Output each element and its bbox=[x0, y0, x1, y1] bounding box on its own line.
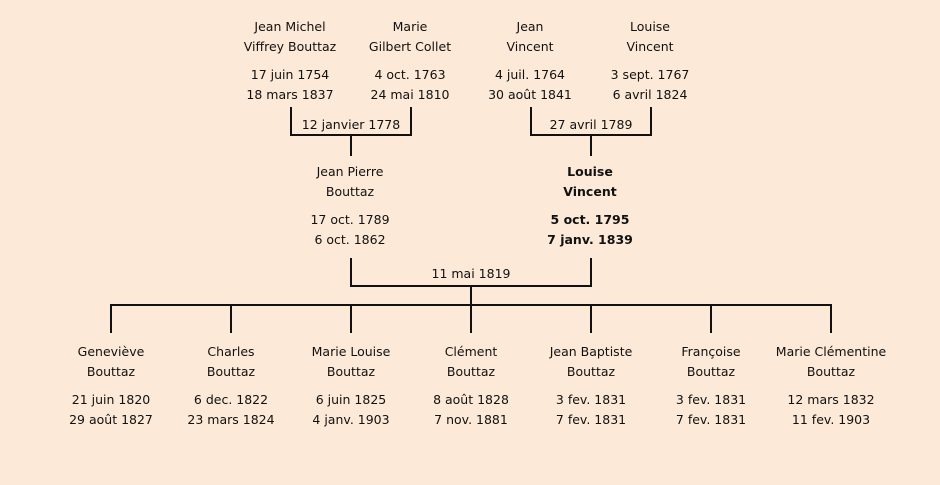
connector-line bbox=[230, 304, 232, 333]
last-name: Bouttaz bbox=[446, 364, 496, 379]
connector-line bbox=[590, 134, 592, 156]
connector-line bbox=[290, 107, 292, 136]
death-date: 23 mars 1824 bbox=[187, 412, 275, 427]
birth-date: 6 juin 1825 bbox=[315, 392, 387, 407]
first-name: Marie Louise bbox=[311, 344, 391, 359]
birth-date: 4 juil. 1764 bbox=[494, 67, 566, 82]
birth-date: 4 oct. 1763 bbox=[374, 67, 446, 82]
last-name: Vincent bbox=[626, 39, 674, 54]
first-name: Françoise bbox=[681, 344, 741, 359]
connector-line bbox=[350, 134, 352, 156]
death-date: 7 nov. 1881 bbox=[434, 412, 508, 427]
first-name: Marie Clémentine bbox=[775, 344, 887, 359]
death-date: 7 janv. 1839 bbox=[547, 232, 633, 247]
birth-date: 12 mars 1832 bbox=[787, 392, 875, 407]
birth-date: 5 oct. 1795 bbox=[550, 212, 630, 227]
last-name: Bouttaz bbox=[566, 364, 616, 379]
birth-date: 21 juin 1820 bbox=[71, 392, 151, 407]
first-name: Jean Pierre bbox=[316, 164, 384, 179]
birth-date: 6 dec. 1822 bbox=[193, 392, 269, 407]
marriage-date: 11 mai 1819 bbox=[431, 266, 511, 281]
spacer bbox=[275, 202, 425, 210]
spacer bbox=[756, 382, 906, 390]
birth-date: 3 sept. 1767 bbox=[610, 67, 690, 82]
birth-date: 3 fev. 1831 bbox=[555, 392, 627, 407]
connector-line bbox=[470, 285, 472, 306]
last-name: Bouttaz bbox=[686, 364, 736, 379]
death-date: 6 oct. 1862 bbox=[314, 232, 386, 247]
last-name: Bouttaz bbox=[326, 364, 376, 379]
first-name: Geneviève bbox=[77, 344, 145, 359]
last-name: Vincent bbox=[506, 39, 554, 54]
death-date: 4 janv. 1903 bbox=[312, 412, 390, 427]
spacer bbox=[515, 202, 665, 210]
marriage-date: 27 avril 1789 bbox=[549, 117, 633, 132]
last-name: Viffrey Bouttaz bbox=[243, 39, 337, 54]
first-name: Jean bbox=[516, 19, 544, 34]
connector-line bbox=[470, 304, 472, 333]
last-name: Bouttaz bbox=[206, 364, 256, 379]
connector-line bbox=[350, 258, 352, 287]
first-name: Louise bbox=[567, 164, 613, 179]
first-name: Charles bbox=[207, 344, 255, 359]
first-name: Louise bbox=[630, 19, 670, 34]
marriage-date: 12 janvier 1778 bbox=[301, 117, 401, 132]
connector-line bbox=[110, 304, 112, 333]
death-date: 7 fev. 1831 bbox=[675, 412, 747, 427]
first-name: Clément bbox=[444, 344, 498, 359]
birth-date: 17 oct. 1789 bbox=[310, 212, 390, 227]
birth-date: 8 août 1828 bbox=[433, 392, 509, 407]
death-date: 29 août 1827 bbox=[69, 412, 153, 427]
death-date: 30 août 1841 bbox=[488, 87, 572, 102]
birth-date: 3 fev. 1831 bbox=[675, 392, 747, 407]
first-name: Jean Baptiste bbox=[549, 344, 633, 359]
connector-line bbox=[590, 258, 592, 287]
connector-line bbox=[530, 107, 532, 136]
death-date: 7 fev. 1831 bbox=[555, 412, 627, 427]
death-date: 18 mars 1837 bbox=[246, 87, 334, 102]
birth-date: 17 juin 1754 bbox=[250, 67, 330, 82]
connector-line bbox=[350, 304, 352, 333]
connector-line bbox=[410, 107, 412, 136]
last-name: Bouttaz bbox=[325, 184, 375, 199]
death-date: 24 mai 1810 bbox=[370, 87, 450, 102]
last-name: Vincent bbox=[563, 184, 617, 199]
death-date: 6 avril 1824 bbox=[612, 87, 688, 102]
spacer bbox=[575, 57, 725, 65]
connector-line bbox=[590, 304, 592, 333]
first-name: Jean Michel bbox=[254, 19, 326, 34]
last-name: Bouttaz bbox=[86, 364, 136, 379]
connector-line bbox=[830, 304, 832, 333]
death-date: 11 fev. 1903 bbox=[791, 412, 871, 427]
connector-line bbox=[710, 304, 712, 333]
last-name: Bouttaz bbox=[806, 364, 856, 379]
connector-line bbox=[650, 107, 652, 136]
last-name: Gilbert Collet bbox=[368, 39, 452, 54]
first-name: Marie bbox=[392, 19, 428, 34]
